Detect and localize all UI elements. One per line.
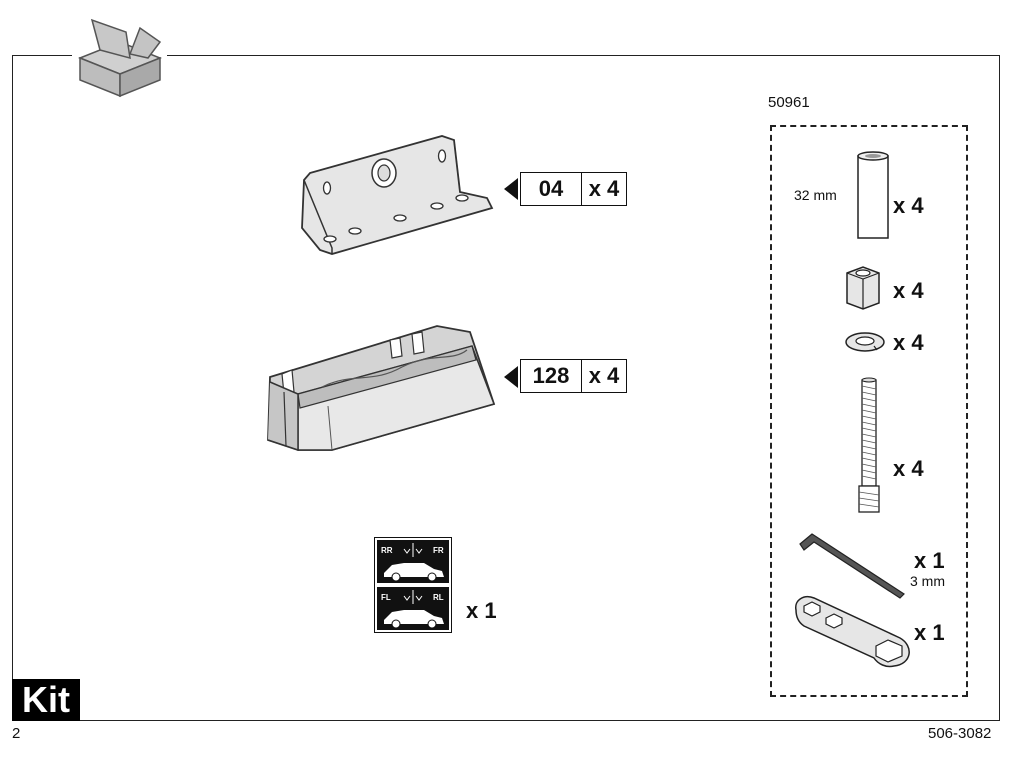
part-128-badge: 128 x 4: [520, 359, 627, 393]
callout-arrow-icon: [504, 366, 518, 388]
bolt-quantity: x 4: [893, 456, 924, 481]
page-frame: [12, 55, 1000, 721]
threaded-bolt-icon: [858, 377, 880, 513]
hex-key-quantity: x 1: [914, 548, 945, 573]
kit-number: 50961: [768, 94, 810, 111]
foot-pad-part-image: [267, 325, 496, 452]
spacer-tube-icon: [857, 151, 889, 239]
sticker-label-rr: RR: [381, 546, 393, 555]
wrench-quantity: x 1: [914, 620, 945, 645]
sticker-label-fl: FL: [381, 593, 391, 602]
spring-washer-icon: [845, 332, 885, 352]
part-number: 128: [521, 360, 582, 392]
hex-key-icon: [799, 533, 905, 599]
document-code: 506-3082: [928, 725, 992, 742]
kit-section-label: Kit: [12, 679, 80, 721]
part-04-badge: 04 x 4: [520, 172, 627, 206]
position-sticker-image: RR FR FL RL: [374, 537, 452, 633]
part-number: 04: [521, 173, 582, 205]
nut-quantity: x 4: [893, 278, 924, 303]
tube-length-label: 32 mm: [794, 187, 837, 203]
sticker-quantity: x 1: [466, 598, 497, 623]
part-quantity: x 4: [588, 176, 620, 201]
bracket-part-image: [301, 135, 494, 255]
callout-arrow-icon: [504, 178, 518, 200]
flat-wrench-icon: [795, 596, 910, 668]
part-quantity: x 4: [588, 363, 620, 388]
sticker-label-fr: FR: [433, 546, 444, 555]
sticker-label-rl: RL: [433, 593, 444, 602]
tube-quantity: x 4: [893, 193, 924, 218]
washer-quantity: x 4: [893, 330, 924, 355]
page-number: 2: [12, 725, 21, 742]
hex-nut-icon: [846, 266, 880, 310]
kit-contents-box: [770, 125, 968, 697]
box-icon: [72, 14, 167, 99]
hex-key-size-label: 3 mm: [910, 573, 945, 589]
